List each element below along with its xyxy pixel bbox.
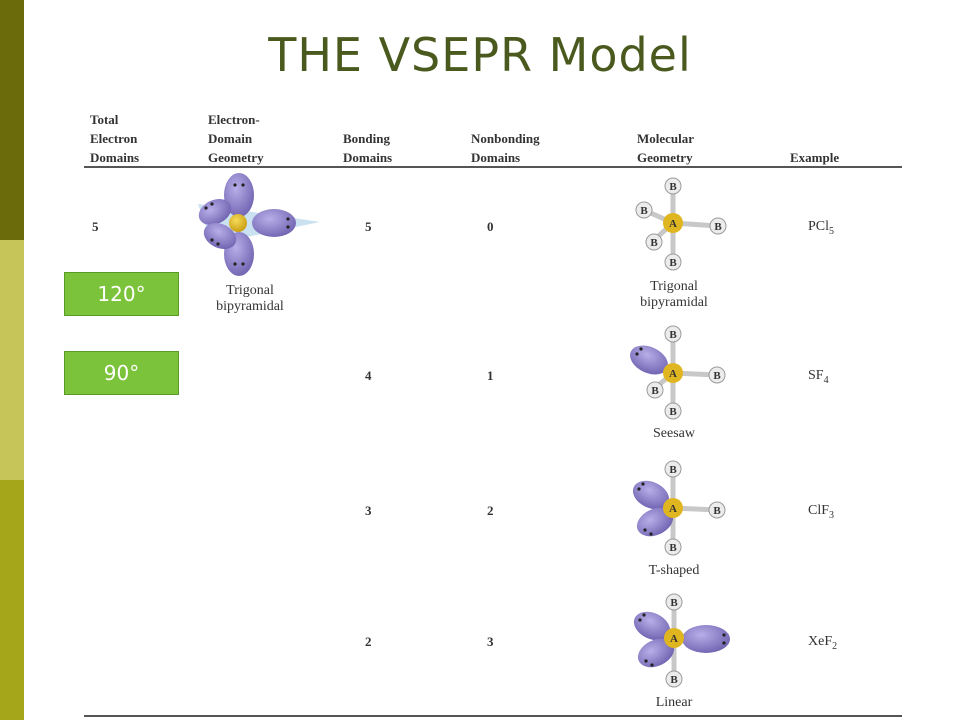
header-example: Example	[790, 150, 840, 165]
row2-bonding: 4	[365, 368, 372, 383]
row3-atom-b-top: B	[669, 464, 677, 476]
header-bonding-domains: Bonding Domains	[343, 131, 393, 165]
slide-title: THE VSEPR Model	[268, 28, 692, 82]
row4-molecular-geometry-label: Linear	[655, 695, 693, 710]
row3-bonding: 3	[365, 503, 372, 518]
row2-central-atom: A	[669, 368, 677, 380]
row1-atom-b-top: B	[669, 181, 677, 193]
header-molecular-geometry: Molecular Geometry	[637, 131, 695, 165]
angle-badge-90[interactable]: 90°	[64, 351, 179, 395]
header-electron-domain-geometry: Electron- Domain Geometry	[208, 112, 264, 165]
row3-molecular-geometry-label: T-shaped	[648, 563, 700, 578]
row1-nonbonding: 0	[487, 219, 494, 234]
row2-nonbonding: 1	[487, 368, 494, 383]
total-electron-domains-value: 5	[92, 219, 99, 234]
angle-badge-120[interactable]: 120°	[64, 272, 179, 316]
row2-molecular-geometry-label: Seesaw	[653, 426, 695, 441]
row1-atom-b-bottom: B	[669, 257, 677, 269]
row4-bonding: 2	[365, 634, 372, 649]
electron-domain-geometry-label: Trigonal bipyramidal	[216, 283, 284, 314]
row2-molecular-figure: A B B B B	[630, 325, 726, 420]
row2-example: SF4	[808, 368, 829, 386]
row1-molecular-geometry-label: Trigonal bipyramidal	[640, 279, 708, 310]
row4-example-base: XeF	[808, 634, 833, 649]
sidebar-middle	[0, 240, 24, 480]
header-rule	[84, 166, 902, 168]
row2-example-base: SF	[808, 368, 824, 383]
row1-example-sub: 5	[829, 225, 835, 237]
row4-example-sub: 2	[832, 640, 838, 652]
row2-atom-b-lower-left: B	[651, 385, 659, 397]
sidebar-bottom	[0, 480, 24, 720]
row4-atom-b-bottom: B	[670, 674, 678, 686]
row4-atom-b-top: B	[670, 597, 678, 609]
row2-atom-b-right: B	[713, 370, 721, 382]
row4-nonbonding: 3	[487, 634, 494, 649]
bottom-rule	[84, 715, 902, 717]
row1-central-atom: A	[669, 218, 677, 230]
row2-atom-b-top: B	[669, 329, 677, 341]
row3-atom-b-right: B	[713, 505, 721, 517]
row4-example: XeF2	[808, 634, 837, 652]
row3-example-base: ClF	[808, 503, 830, 518]
row1-atom-b-right: B	[714, 221, 722, 233]
sidebar-top	[0, 0, 24, 240]
row1-example: PCl5	[808, 219, 834, 237]
row3-example-sub: 3	[829, 509, 835, 521]
row2-atom-b-bottom: B	[669, 406, 677, 418]
electron-domain-geometry-figure	[198, 173, 320, 276]
row1-atom-b-lower-left: B	[650, 237, 658, 249]
row4-central-atom: A	[670, 633, 678, 645]
header-total-electron-domains: Total Electron Domains	[90, 112, 140, 165]
row3-nonbonding: 2	[487, 503, 494, 518]
row3-central-atom: A	[669, 503, 677, 515]
row1-bonding: 5	[365, 219, 372, 234]
row1-atom-b-upper-left: B	[640, 205, 648, 217]
row2-example-sub: 4	[823, 374, 829, 386]
row3-example: ClF3	[808, 503, 834, 521]
row3-atom-b-bottom: B	[669, 542, 677, 554]
row3-molecular-figure: A B B B	[632, 460, 726, 556]
row4-molecular-figure: A B B	[633, 593, 730, 688]
row1-molecular-figure: A B B B B B	[635, 177, 727, 271]
row1-example-base: PCl	[808, 219, 830, 234]
header-nonbonding-domains: Nonbonding Domains	[471, 131, 540, 165]
